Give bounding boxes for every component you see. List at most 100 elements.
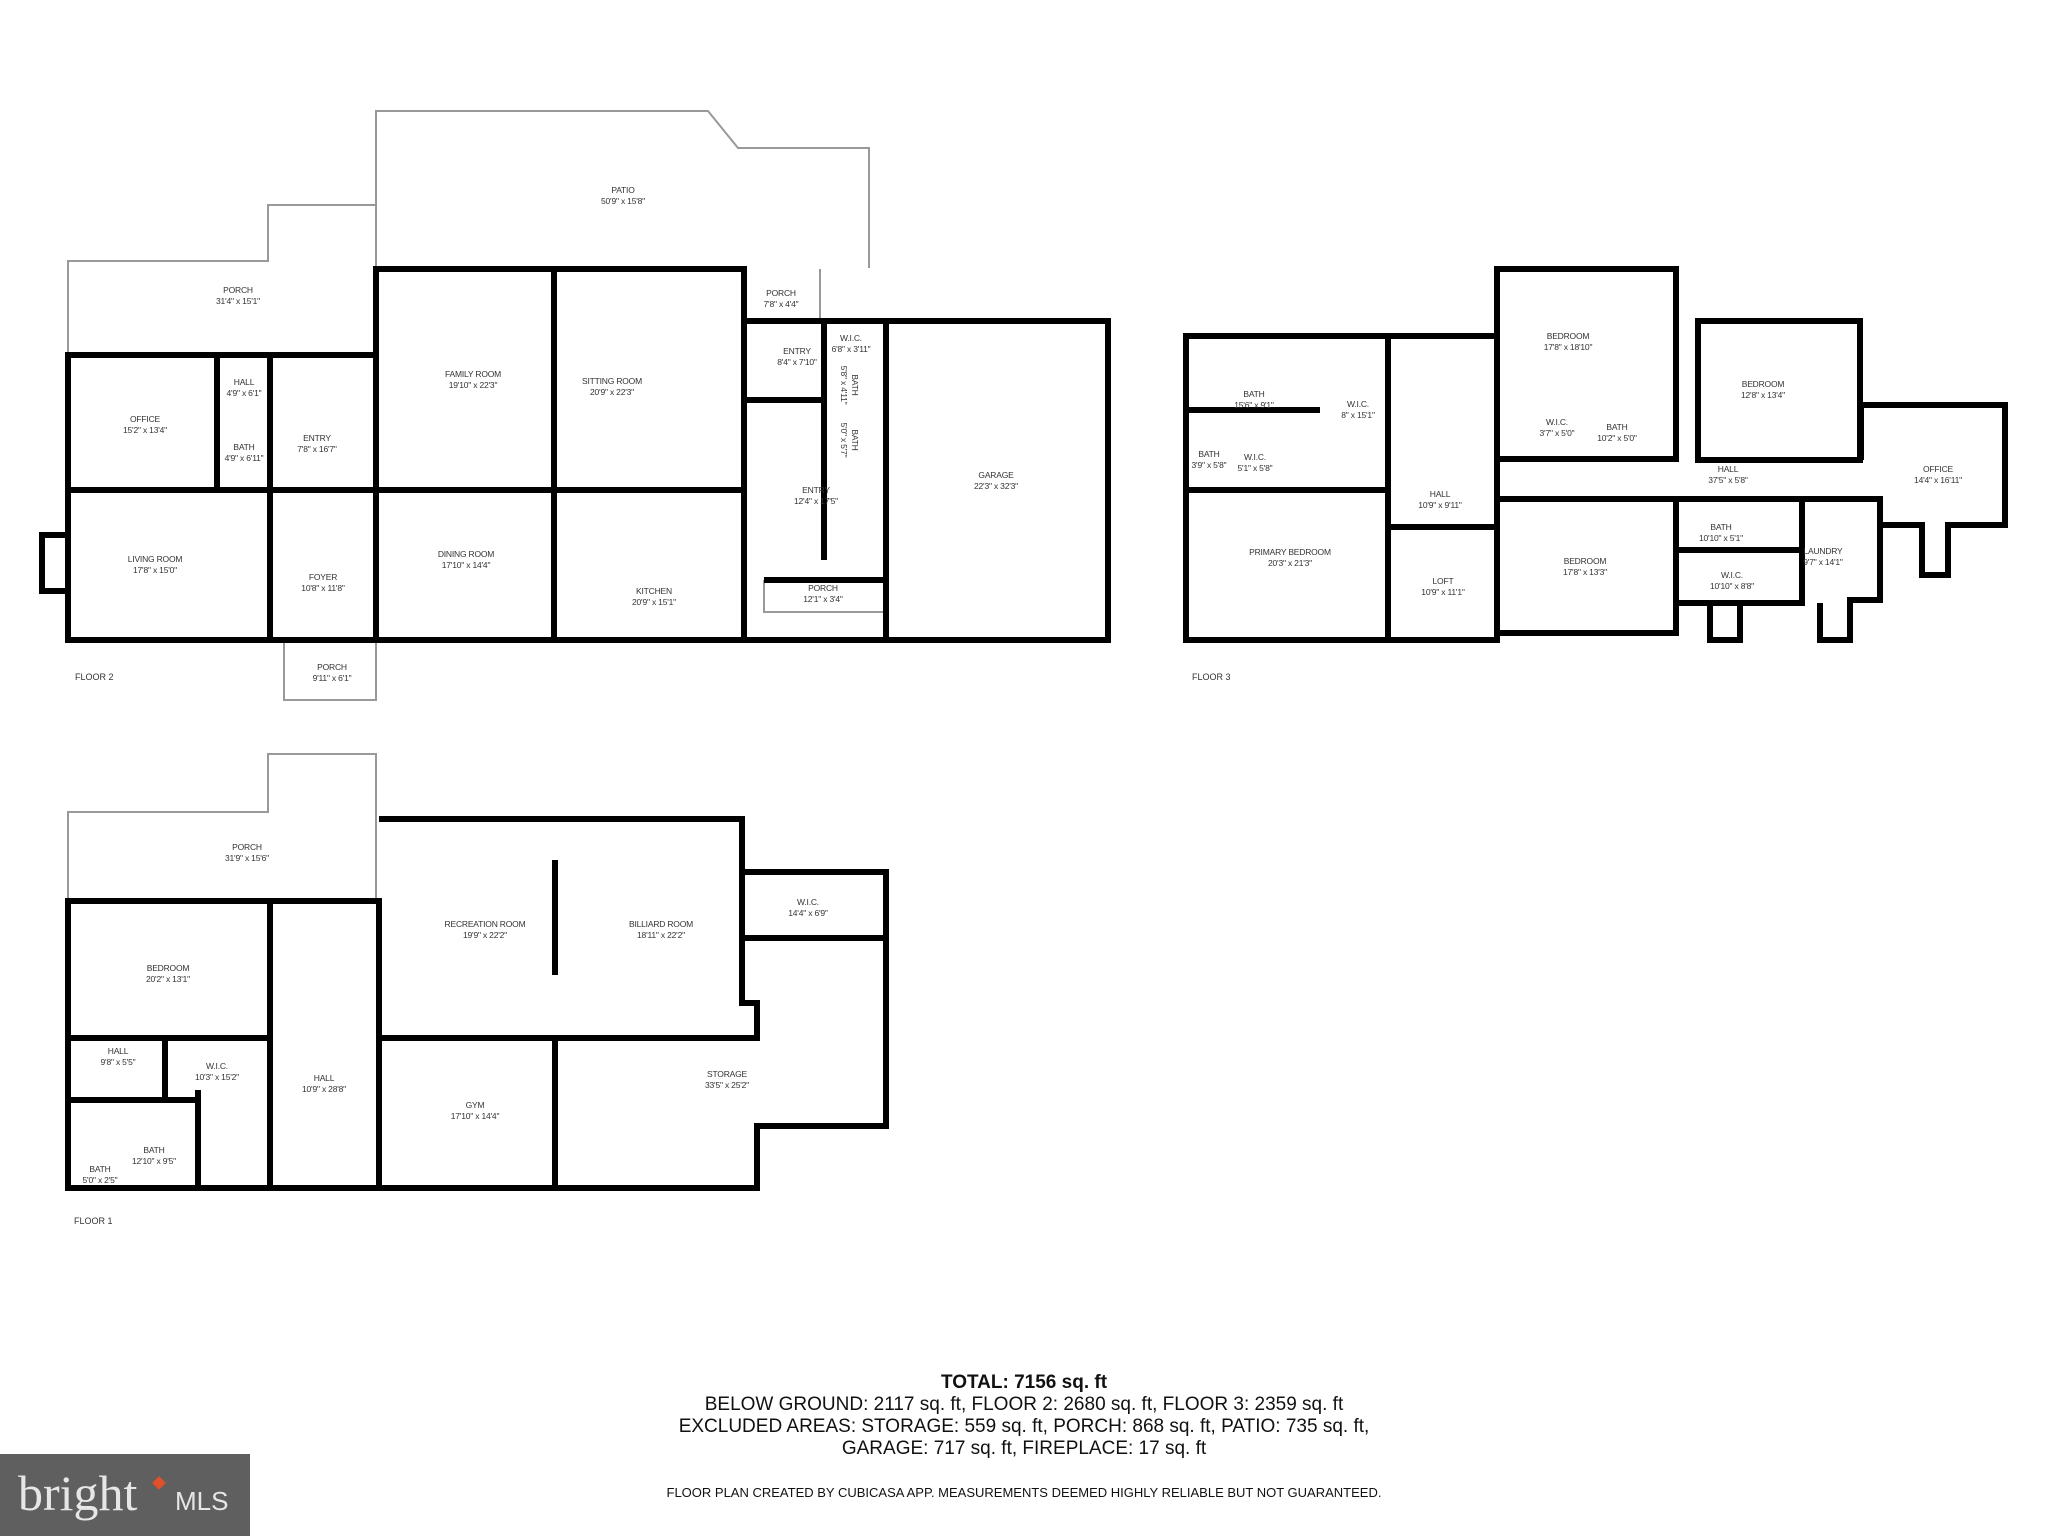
room-name: SITTING ROOM xyxy=(582,376,642,386)
room-name: ENTRY xyxy=(303,433,331,443)
room-name: FAMILY ROOM xyxy=(444,369,502,379)
floor-1-label: FLOOR 1 xyxy=(74,1216,113,1226)
room-dimensions: 7'8" x 16'7" xyxy=(297,444,337,454)
room-name: BATH xyxy=(1606,422,1628,432)
room-name: DINING ROOM xyxy=(437,549,495,559)
room-dimensions: 3'9" x 5'8" xyxy=(1191,460,1227,470)
room-name: BATH xyxy=(233,442,255,452)
room-dimensions: 10'9" x 28'8" xyxy=(301,1084,347,1094)
room-name: BATH xyxy=(850,374,860,396)
room-name: BILLIARD ROOM xyxy=(629,919,693,929)
room-dimensions: 10'10" x 5'1" xyxy=(1698,533,1744,543)
room-name: HALL xyxy=(313,1073,335,1083)
room-dimensions: 14'4" x 6'9" xyxy=(788,908,828,918)
room-dimensions: 4'9" x 6'1" xyxy=(226,388,262,398)
room-name: W.I.C. xyxy=(1347,399,1369,409)
room-dimensions: 19'9" x 22'2" xyxy=(462,930,508,940)
room-dimensions: 50'9" x 15'8" xyxy=(600,196,646,206)
room-dimensions: 9'11" x 6'1" xyxy=(312,673,352,683)
room-name: PORCH xyxy=(808,583,838,593)
room-dimensions: 12'4" x 17'5" xyxy=(793,496,839,506)
logo-mls: MLS xyxy=(175,1486,229,1516)
room-dimensions: 10'8" x 11'8" xyxy=(301,583,345,593)
room-label-w-i-c: W.I.C.5'1" x 5'8" xyxy=(1238,452,1273,474)
room-dimensions: 10'9" x 11'1" xyxy=(1421,587,1465,597)
room-name: W.I.C. xyxy=(1244,452,1266,462)
room-dimensions: 4'9" x 6'11" xyxy=(224,453,264,463)
room-dimensions: 5'0" x 2'5" xyxy=(82,1175,118,1185)
room-name: OFFICE xyxy=(1923,464,1953,474)
floor-2-label: FLOOR 2 xyxy=(75,672,114,682)
floor-3-label: FLOOR 3 xyxy=(1192,672,1231,682)
room-dimensions: 9'7" x 14'1" xyxy=(1803,557,1843,567)
room-name: BEDROOM xyxy=(1546,331,1590,341)
room-name: PATIO xyxy=(611,185,635,195)
total-area: TOTAL: 7156 sq. ft xyxy=(940,1372,1108,1393)
room-name: HALL xyxy=(107,1046,129,1056)
room-name: BATH xyxy=(143,1145,165,1155)
room-dimensions: 17'8" x 15'0" xyxy=(132,565,178,575)
room-name: GARAGE xyxy=(978,470,1014,480)
room-dimensions: 10'10" x 8'8" xyxy=(1709,581,1755,591)
summary-line-3: GARAGE: 717 sq. ft, FIREPLACE: 17 sq. ft xyxy=(841,1438,1207,1459)
room-dimensions: 3'7" x 5'0" xyxy=(1539,428,1575,438)
room-name: BEDROOM xyxy=(1741,379,1785,389)
walls xyxy=(39,266,2008,1191)
room-name: BATH xyxy=(850,429,860,451)
room-label-w-i-c: W.I.C.8" x 15'1" xyxy=(1341,399,1375,421)
room-name: ENTRY xyxy=(783,346,811,356)
room-dimensions: 7'8" x 4'4" xyxy=(763,299,799,309)
room-label-w-i-c: W.I.C.10'3" x 15'2" xyxy=(195,1061,239,1083)
room-name: KITCHEN xyxy=(636,586,672,596)
logo-star-icon xyxy=(152,1476,166,1490)
room-name: PORCH xyxy=(317,662,347,672)
room-dimensions: 22'3" x 32'3" xyxy=(973,481,1019,491)
room-dimensions: 6'8" x 3'11" xyxy=(831,344,871,354)
room-dimensions: 10'3" x 15'2" xyxy=(194,1072,240,1082)
room-dimensions: 5'0" x 5'7" xyxy=(839,422,849,458)
area-summary: TOTAL: 7156 sq. ft BELOW GROUND: 2117 sq… xyxy=(0,1372,2048,1460)
room-dimensions: 20'9" x 15'1" xyxy=(631,597,677,607)
room-dimensions: 10'2" x 5'0" xyxy=(1597,433,1637,443)
room-name: HALL xyxy=(233,377,255,387)
room-name: GYM xyxy=(465,1100,485,1110)
room-name: W.I.C. xyxy=(797,897,819,907)
room-name: PORCH xyxy=(223,285,253,295)
room-dimensions: 8'4" x 7'10" xyxy=(777,357,817,367)
room-name: BATH xyxy=(1243,389,1265,399)
room-name: STORAGE xyxy=(706,1069,747,1079)
room-name: BEDROOM xyxy=(146,963,190,973)
room-name: W.I.C. xyxy=(206,1061,228,1071)
room-dimensions: 5'8" x 4'11" xyxy=(839,365,849,405)
room-dimensions: 12'1" x 3'4" xyxy=(803,594,843,604)
room-name: RECREATION ROOM xyxy=(444,919,526,929)
room-dimensions: 12'8" x 13'4" xyxy=(1740,390,1786,400)
room-name: HALL xyxy=(1429,489,1451,499)
room-name: BATH xyxy=(1198,449,1220,459)
